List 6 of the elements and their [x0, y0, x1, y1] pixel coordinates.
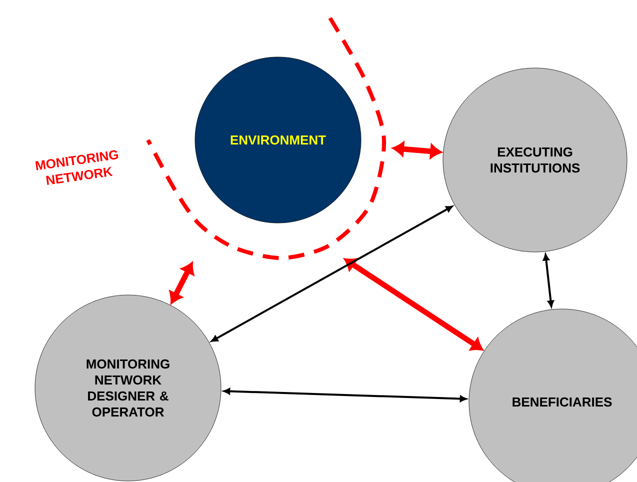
arrow — [169, 262, 194, 304]
arrow — [392, 142, 442, 158]
arrow — [542, 254, 554, 308]
arrow — [344, 258, 483, 350]
arrow — [211, 206, 453, 342]
arrow — [223, 388, 467, 402]
